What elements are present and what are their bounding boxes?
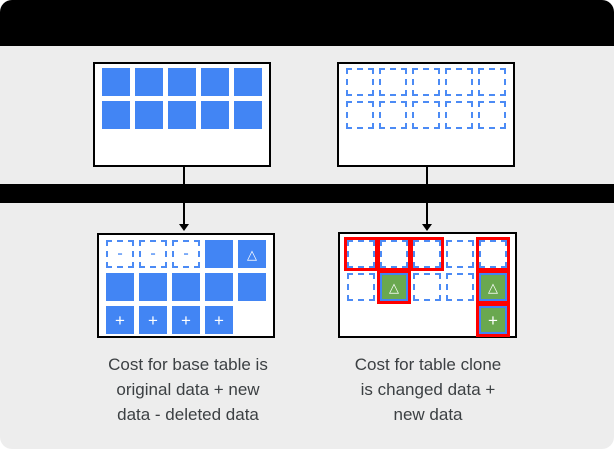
data-block-dashed [445, 101, 473, 129]
data-block-solid: + [205, 306, 233, 334]
data-block-solid: + [106, 306, 134, 334]
data-block-dashed [412, 68, 440, 96]
data-block-solid: + [172, 306, 200, 334]
cell-row [102, 68, 262, 96]
cell-row [346, 68, 506, 96]
table-clone-caption: Cost for table clone is changed data + n… [326, 352, 530, 427]
arrow-line [183, 167, 185, 225]
cell-row: ++++ [106, 306, 266, 334]
data-block-dashed [445, 68, 473, 96]
data-block-dashed [347, 240, 375, 268]
arrow-down-icon [179, 224, 189, 231]
data-block-solid [234, 68, 262, 96]
data-block-dashed [446, 273, 474, 301]
data-block-dashed [346, 68, 374, 96]
cell-row: + [347, 306, 508, 334]
divider-black-bar [0, 184, 614, 203]
data-block-dashed [413, 273, 441, 301]
data-block-solid [205, 240, 233, 268]
data-block-dashed [478, 101, 506, 129]
data-block-dashed [379, 101, 407, 129]
data-block-green: △ [380, 273, 408, 301]
data-block-dashed [347, 273, 375, 301]
data-block-green: + [479, 306, 507, 334]
base-table-caption: Cost for base table is original data + n… [86, 352, 290, 427]
cell-row [347, 240, 508, 268]
arrow-line [426, 167, 428, 225]
top-black-bar [0, 0, 614, 46]
data-block-solid [135, 68, 163, 96]
data-block-dashed: - [139, 240, 167, 268]
table-clone-before-panel [337, 62, 515, 167]
data-block-solid [106, 273, 134, 301]
data-block-solid [102, 68, 130, 96]
data-block-dashed [380, 240, 408, 268]
data-block-dashed [479, 240, 507, 268]
data-block-dashed [412, 101, 440, 129]
arrow-down-icon [422, 224, 432, 231]
cell-row [106, 273, 266, 301]
cell-row: △△ [347, 273, 508, 301]
data-block-dashed [478, 68, 506, 96]
data-block-solid [201, 68, 229, 96]
caption-line: original data + new [116, 380, 260, 399]
cell-row: ---△ [106, 240, 266, 268]
caption-line: data - deleted data [117, 405, 259, 424]
data-block-solid [139, 273, 167, 301]
data-block-dashed [379, 68, 407, 96]
base-table-after-panel: ---△++++ [97, 233, 275, 338]
data-block-dashed [413, 240, 441, 268]
cell-row [102, 101, 262, 129]
data-block-solid [135, 101, 163, 129]
data-block-solid [102, 101, 130, 129]
data-block-solid [238, 273, 266, 301]
caption-line: new data [393, 405, 463, 424]
data-block-solid [201, 101, 229, 129]
data-block-solid [234, 101, 262, 129]
data-block-dashed [446, 240, 474, 268]
data-block-dashed [346, 101, 374, 129]
data-block-solid [172, 273, 200, 301]
data-block-solid [168, 101, 196, 129]
data-block-solid [168, 68, 196, 96]
table-clone-after-panel: △△+ [338, 232, 517, 338]
caption-line: Cost for table clone [354, 355, 502, 374]
caption-line: is changed data + [360, 380, 496, 399]
cell-row [346, 101, 506, 129]
caption-line: Cost for base table is [108, 355, 268, 374]
data-block-solid: + [139, 306, 167, 334]
base-table-before-panel [93, 62, 271, 167]
data-block-solid [205, 273, 233, 301]
data-block-dashed: - [106, 240, 134, 268]
data-block-solid: △ [238, 240, 266, 268]
data-block-dashed: - [172, 240, 200, 268]
data-block-green: △ [479, 273, 507, 301]
